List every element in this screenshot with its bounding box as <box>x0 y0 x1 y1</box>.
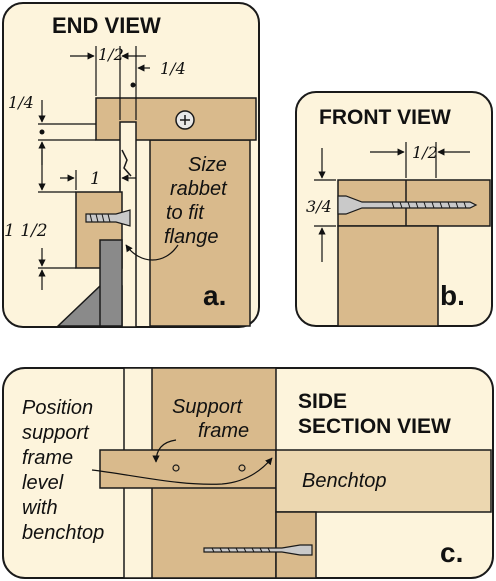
side-screw-icon <box>203 544 313 556</box>
end-view-title: END VIEW <box>52 13 161 38</box>
position-note-line: support <box>22 422 90 444</box>
support-frame-label-line: Support <box>172 396 243 418</box>
dim-front-side: 3/4 <box>306 197 332 216</box>
panel-a-tag: a. <box>203 280 226 311</box>
front-view-leg <box>337 225 439 327</box>
rabbet-note-line: flange <box>164 226 219 248</box>
dim-mid-one: 1 <box>90 169 101 189</box>
panel-side-section-view: SIDE SECTION VIEW Support frame Position… <box>2 367 494 579</box>
rabbet-note: Size rabbet to fit flange <box>164 154 228 248</box>
support-frame-label: Support frame <box>172 396 249 442</box>
benchtop <box>275 449 492 513</box>
side-view-title-line: SIDE <box>298 390 347 413</box>
hole-icon <box>238 464 246 472</box>
position-note-line: benchtop <box>22 522 104 544</box>
support-frame-label-line: frame <box>198 420 249 442</box>
hole-icon <box>172 464 180 472</box>
position-note-line: with <box>22 497 58 519</box>
break-line <box>121 149 132 177</box>
dim-front-top: 1/2 <box>412 143 438 162</box>
panel-end-view: END VIEW 1/2 1/4 1/4 1 1 1/2 Size rabbet… <box>2 2 260 328</box>
rabbet-note-line: to fit <box>166 202 205 224</box>
dim-top-right: 1/4 <box>160 59 186 78</box>
screw-icon <box>85 209 131 227</box>
screw-head-icon <box>175 110 195 130</box>
end-view-dimension-lines <box>38 46 179 290</box>
dim-dot <box>39 129 45 135</box>
side-view-title-line: SECTION VIEW <box>298 415 451 438</box>
rabbet-note-line: rabbet <box>170 178 228 200</box>
front-view-dimension-lines <box>314 142 470 262</box>
panel-front-view: FRONT VIEW 1/2 3/4 b. <box>295 91 493 327</box>
dim-side-quarter: 1/4 <box>8 93 34 112</box>
benchtop-label: Benchtop <box>302 470 387 492</box>
side-view-leaders <box>91 439 273 485</box>
dim-dot <box>130 82 136 88</box>
position-note-line: level <box>22 472 64 494</box>
dim-top-left: 1/2 <box>98 45 124 64</box>
position-note: Position support frame level with bencht… <box>22 397 104 544</box>
bracket-flange <box>99 239 123 327</box>
position-note-line: Position <box>22 397 93 419</box>
side-view-title: SIDE SECTION VIEW <box>298 390 451 438</box>
panel-b-tag: b. <box>440 280 465 311</box>
dim-side-one-half: 1 1/2 <box>4 221 48 241</box>
support-frame <box>99 449 277 489</box>
front-screw-icon <box>337 195 478 215</box>
rabbet-note-line: Size <box>188 154 227 176</box>
panel-c-tag: c. <box>440 537 463 568</box>
front-view-title: FRONT VIEW <box>319 106 451 129</box>
end-view-bench-block <box>149 139 251 327</box>
position-note-line: frame <box>22 447 73 469</box>
